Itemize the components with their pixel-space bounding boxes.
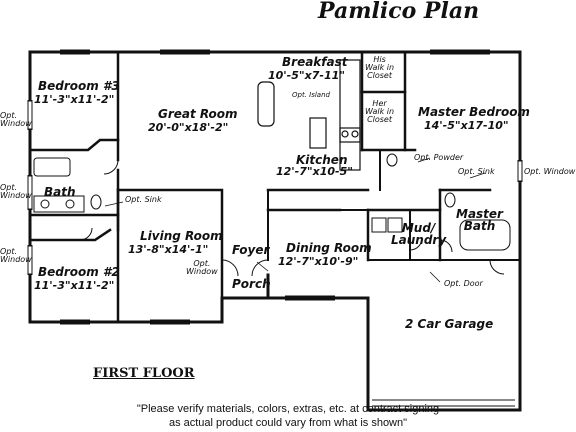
dining-room-dims: 12'-7"x10'-9": [278, 255, 359, 268]
bedroom3-dims: 11'-3"x11'-2": [34, 93, 115, 106]
master-bath-label: Master Bath: [456, 207, 503, 233]
master-bedroom-dims: 14'-5"x17-10": [424, 119, 509, 132]
bedroom2-dims: 11'-3"x11'-2": [34, 279, 115, 292]
porch-label: Porch: [232, 277, 271, 291]
opt-window-foyer-label: Opt. Window: [186, 259, 218, 276]
breakfast-label: Breakfast: [282, 55, 348, 69]
living-room-dims: 13'-8"x14'-1": [128, 243, 209, 256]
garage-label: 2 Car Garage: [405, 317, 494, 331]
opt-window-bed3-label: Opt. Window: [0, 111, 32, 128]
plan-title: Pamlico Plan: [318, 0, 480, 24]
kitchen-dims: 12'-7"x10-5": [276, 165, 353, 178]
opt-window-bath-label: Opt. Window: [0, 183, 32, 200]
living-room-label: Living Room: [140, 229, 223, 243]
his-closet-label: His Walk in Closet: [365, 55, 395, 80]
opt-window-bed2-label: Opt. Window: [0, 247, 32, 264]
great-room-label: Great Room: [158, 107, 238, 121]
disclaimer-line1: "Please verify materials, colors, extras…: [136, 403, 440, 415]
opt-sink-master-label: Opt. Sink: [458, 167, 495, 176]
opt-window-master-label: Opt. Window: [524, 167, 576, 176]
great-room-dims: 20'-0"x18'-2": [148, 121, 229, 134]
dining-room-label: Dining Room: [286, 241, 372, 255]
mud-laundry-label: Mud/ Laundry: [391, 221, 447, 247]
kitchen-label: Kitchen: [296, 153, 348, 167]
opt-sink-bath-label: Opt. Sink: [125, 195, 162, 204]
opt-island-label: Opt. Island: [292, 91, 330, 99]
master-bedroom-label: Master Bedroom: [418, 105, 530, 119]
her-closet-label: Her Walk in Closet: [365, 99, 395, 124]
opt-door-label: Opt. Door: [444, 279, 483, 288]
foyer-label: Foyer: [232, 243, 270, 257]
bedroom3-label: Bedroom #3: [38, 79, 120, 93]
opt-powder-label: Opt. Powder: [414, 153, 464, 162]
bath-label: Bath: [44, 185, 76, 199]
outer-wall-top: [28, 50, 522, 162]
breakfast-dims: 10'-5"x7-11": [268, 69, 345, 82]
disclaimer-line2: as actual product could vary from what i…: [168, 417, 408, 429]
floor-label: FIRST FLOOR: [93, 366, 195, 381]
bedroom2-label: Bedroom #2: [38, 265, 120, 279]
